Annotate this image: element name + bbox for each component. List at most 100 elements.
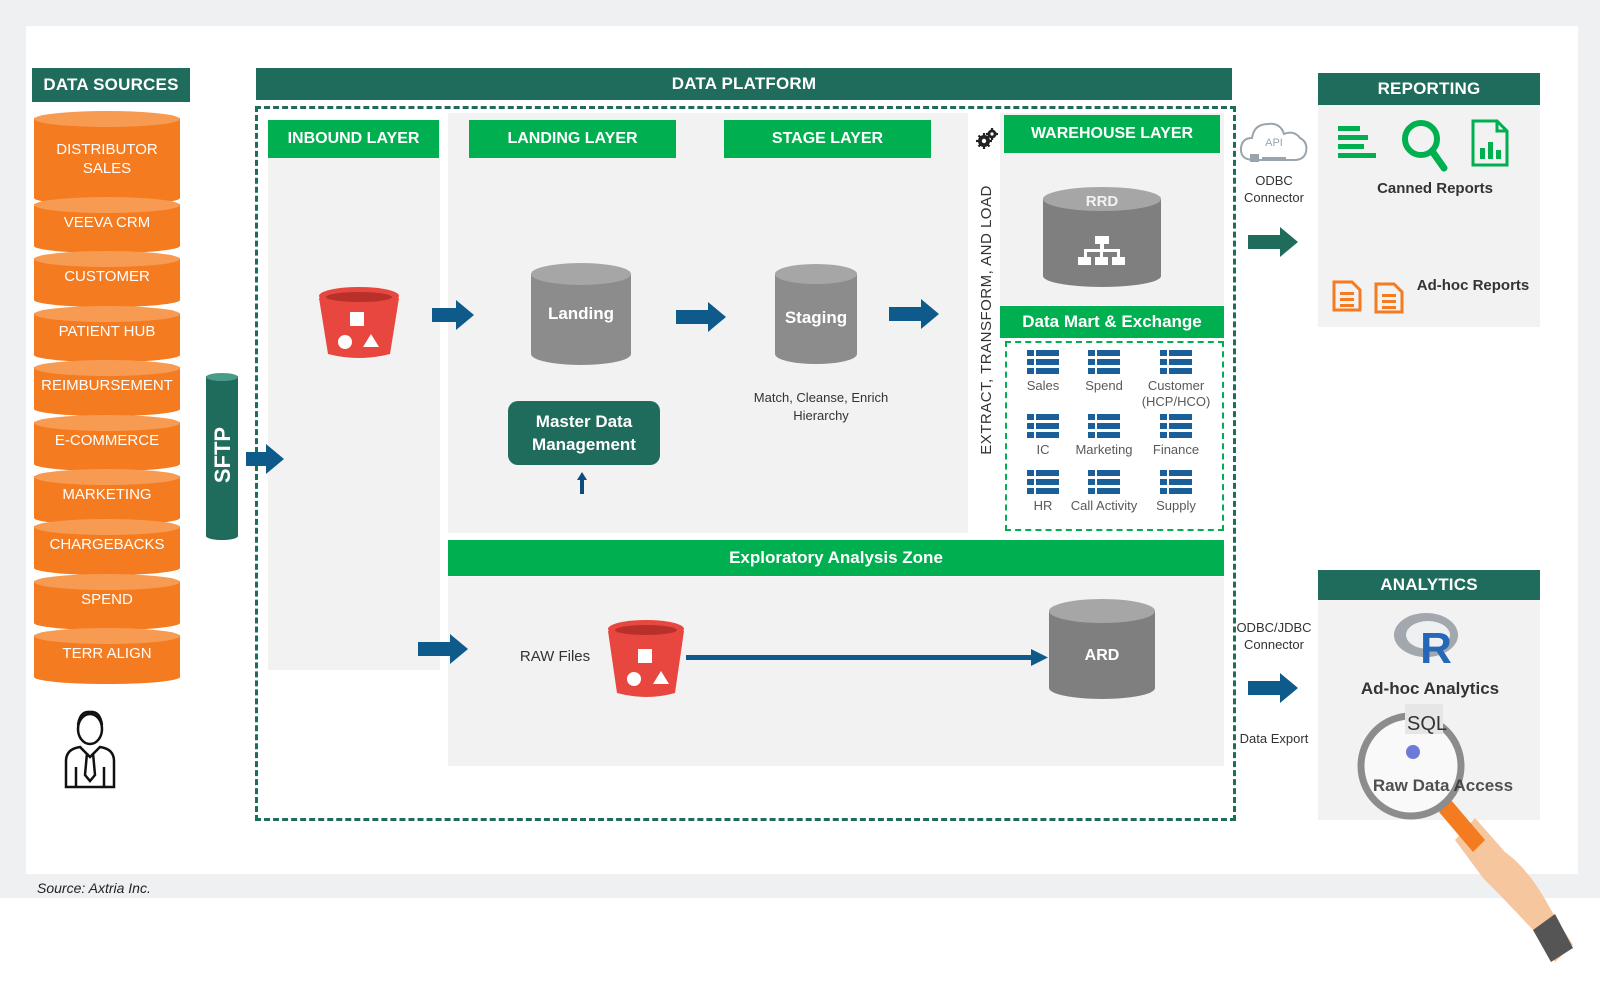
report-doc-icon-2 (1374, 282, 1404, 314)
landing-db-label: Landing (547, 304, 615, 323)
data-mart-item-label: Call Activity (1070, 498, 1138, 513)
sftp-label: SFTP (210, 426, 235, 484)
ard-db-label: ARD (1084, 647, 1120, 664)
data-source-label: E-COMMERCE (54, 432, 160, 449)
data-source-cylinder: CHARGEBACKS (34, 518, 180, 576)
staging-database: Staging (774, 262, 858, 366)
data-sources-header: DATA SOURCES (32, 68, 190, 102)
inbound-panel (268, 120, 440, 670)
sftp-to-platform-arrow (246, 444, 284, 474)
data-source-cylinder: MARKETING (34, 468, 180, 526)
inbound-layer-header: INBOUND LAYER (268, 120, 439, 158)
inbound-bucket-icon (319, 287, 399, 358)
landing-database: Landing (530, 262, 632, 366)
data-mart-item: IC (1008, 414, 1078, 458)
data-source-cylinder: E-COMMERCE (34, 414, 180, 472)
data-mart-item-label: Supply (1156, 498, 1196, 513)
odbc-jdbc-connector-label: ODBC/JDBC Connector (1236, 620, 1312, 652)
landing-to-stage-arrow (676, 302, 726, 332)
reporting-header: REPORTING (1318, 73, 1540, 105)
exploratory-zone-title: Exploratory Analysis Zone (729, 548, 943, 567)
data-mart-header: Data Mart & Exchange (1000, 306, 1224, 338)
warehouse-layer-title: WAREHOUSE LAYER (1030, 125, 1194, 142)
raw-to-ard-arrow (686, 649, 1048, 666)
data-source-cylinder: TERR ALIGN (34, 627, 180, 685)
data-mart-item-label: Finance (1152, 442, 1200, 457)
data-export-label: Data Export (1239, 731, 1309, 746)
stage-layer-header: STAGE LAYER (724, 120, 931, 158)
master-data-management-box: Master Data Management (508, 401, 660, 465)
data-mart-item-label: Customer (HCP/HCO) (1141, 378, 1211, 409)
rrd-database: RRD (1042, 186, 1162, 288)
reporting-panel (1318, 105, 1540, 327)
data-source-label: MARKETING (62, 486, 152, 503)
stage-caption: Match, Cleanse, Enrich Hierarchy (753, 390, 889, 423)
data-source-cylinder: PATIENT HUB (34, 305, 180, 363)
data-source-label: TERR ALIGN (62, 645, 152, 662)
landing-layer-title: LANDING LAYER (507, 130, 638, 147)
adhoc-analytics-label: Ad-hoc Analytics (1360, 679, 1500, 698)
data-mart-boundary (1005, 341, 1224, 531)
data-sources-title: DATA SOURCES (43, 75, 179, 94)
data-source-label: REIMBURSEMENT (41, 377, 173, 394)
api-cloud-icon: API (1239, 122, 1308, 162)
data-mart-item-label: IC (1036, 442, 1050, 457)
search-magnifier-icon (1402, 120, 1448, 172)
landing-layer-header: LANDING LAYER (469, 120, 676, 158)
data-mart-item: Supply (1140, 470, 1212, 514)
data-source-cylinder: REIMBURSEMENT (34, 359, 180, 417)
data-mart-item: Finance (1140, 414, 1212, 458)
table-icon (1069, 414, 1139, 440)
svg-text:SQL: SQL (1407, 713, 1447, 735)
inbound-to-landing-arrow (432, 300, 474, 330)
exploratory-zone-header: Exploratory Analysis Zone (448, 540, 1224, 576)
table-icon (1140, 470, 1212, 496)
data-source-cylinder: DISTRIBUTOR SALES (34, 110, 180, 206)
svg-text:API: API (1265, 137, 1283, 149)
adhoc-reports-label: Ad-hoc Reports (1416, 277, 1530, 294)
sftp-cylinder (206, 373, 238, 540)
table-icon (1008, 350, 1078, 376)
inbound-layer-title: INBOUND LAYER (287, 130, 420, 147)
analytics-title: ANALYTICS (1380, 575, 1478, 594)
odbc-connector-label: ODBC Connector (1244, 173, 1304, 205)
mdm-up-arrow (577, 472, 587, 494)
data-source-label: SPEND (81, 591, 133, 608)
data-source-label: CUSTOMER (64, 268, 150, 285)
data-mart-item: Customer (HCP/HCO) (1140, 350, 1212, 410)
bar-lines-icon (1338, 126, 1376, 158)
report-doc-icon-1 (1332, 280, 1362, 312)
raw-files-label: RAW Files (519, 648, 591, 665)
r-logo-icon: R (1394, 613, 1458, 666)
data-mart-item: Spend (1069, 350, 1139, 394)
svg-text:R: R (1420, 624, 1452, 666)
data-mart-item-label: Marketing (1075, 442, 1133, 457)
raw-files-bucket-icon (608, 620, 684, 697)
warehouse-layer-header: WAREHOUSE LAYER (1004, 115, 1220, 153)
rrd-db-label: RRD (1085, 193, 1119, 210)
stage-layer-title: STAGE LAYER (771, 130, 884, 147)
data-source-cylinder: CUSTOMER (34, 250, 180, 308)
inbound-to-exploratory-arrow (418, 634, 468, 664)
data-source-cylinder: SPEND (34, 573, 180, 631)
gears-icon (976, 128, 998, 149)
user-tie-icon (64, 710, 116, 789)
table-icon (1069, 470, 1139, 496)
etl-label: EXTRACT, TRANSFORM, AND LOAD (978, 185, 995, 455)
raw-data-access-label: Raw Data Access (1372, 776, 1514, 795)
platform-to-analytics-arrow (1248, 673, 1298, 703)
data-mart-item: HR (1008, 470, 1078, 514)
data-platform-title: DATA PLATFORM (671, 74, 817, 93)
stage-to-warehouse-arrow (889, 299, 939, 329)
data-mart-title: Data Mart & Exchange (1022, 312, 1202, 331)
table-icon (1140, 414, 1212, 440)
data-mart-item-label: Sales (1026, 378, 1060, 393)
reporting-title: REPORTING (1377, 79, 1481, 98)
data-mart-item: Call Activity (1069, 470, 1139, 514)
chart-document-icon (1471, 119, 1509, 167)
analytics-header: ANALYTICS (1318, 570, 1540, 600)
data-source-label: VEEVA CRM (63, 214, 151, 231)
data-source-label: PATIENT HUB (58, 323, 156, 340)
ard-database: ARD (1048, 598, 1156, 700)
platform-to-reporting-arrow (1248, 227, 1298, 257)
